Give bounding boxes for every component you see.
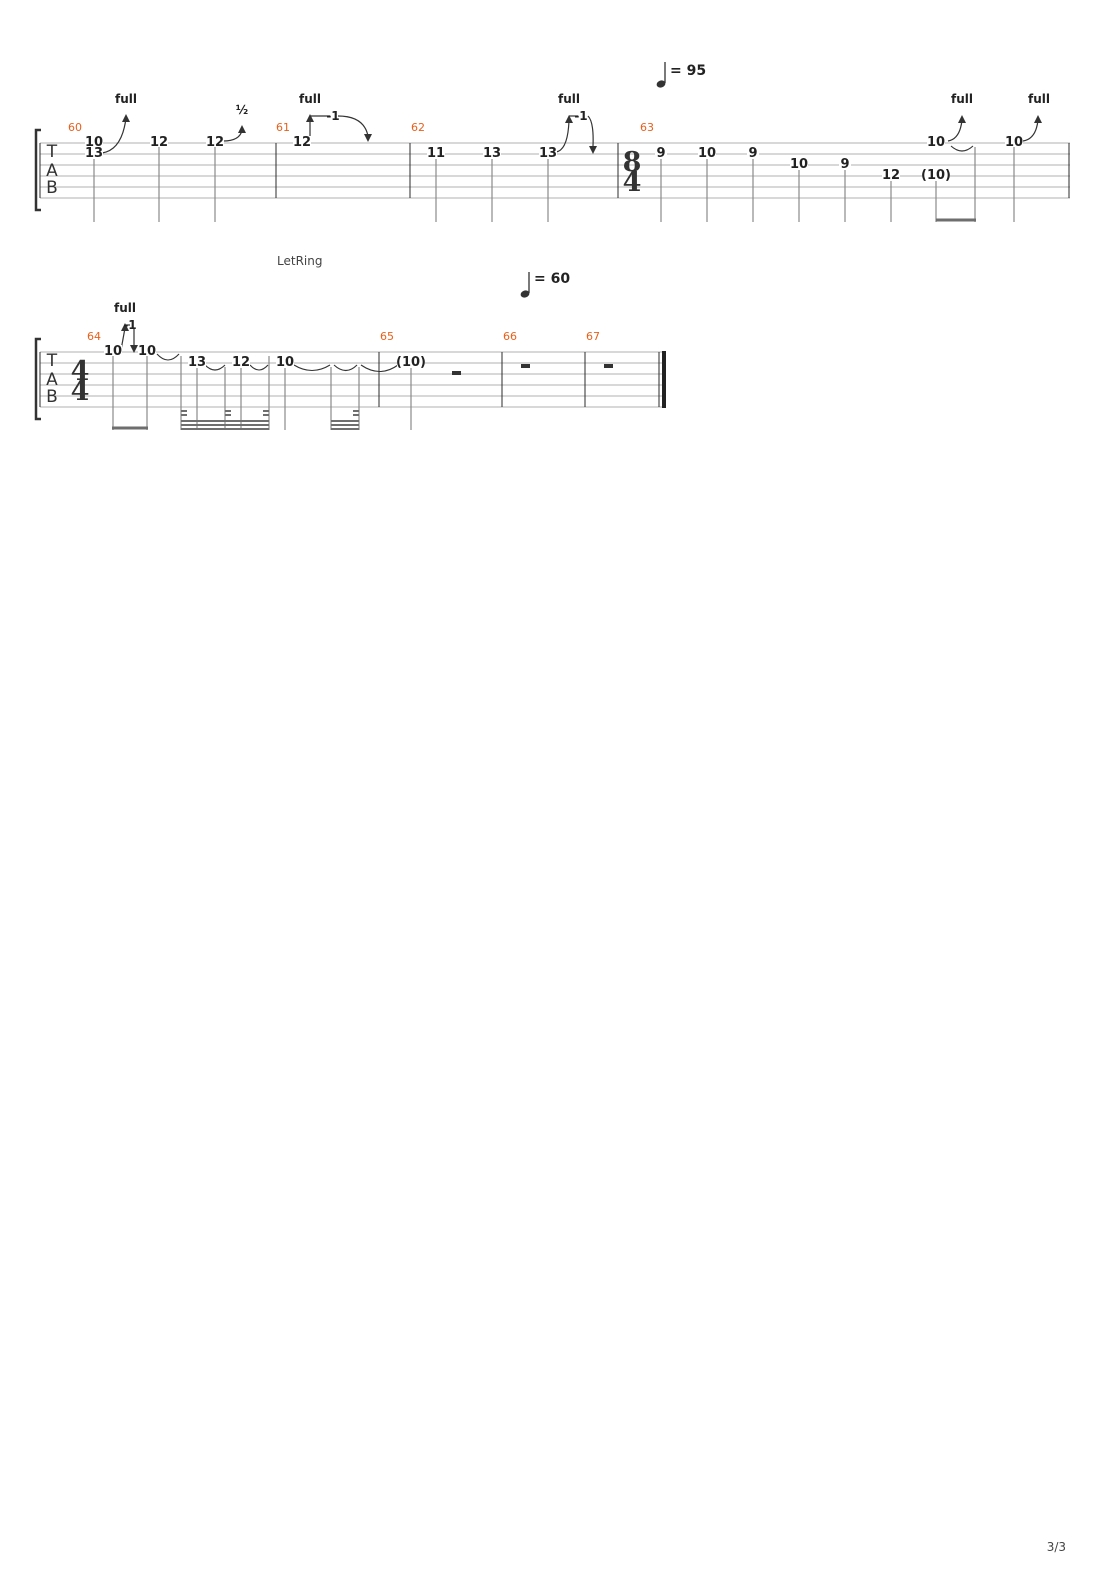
measure-number: 60	[68, 121, 82, 134]
system-2: LetRing T A B 64 65 66 67 = 60	[34, 254, 666, 430]
measure-number: 67	[586, 330, 600, 343]
fret-number: 9	[748, 146, 757, 161]
fret-number: 10	[1005, 135, 1023, 150]
tab-clef-t: T	[46, 351, 58, 371]
tab-clef-b: B	[46, 387, 58, 407]
bend-markings: full ½ full -1 full -1 full full	[101, 92, 1050, 154]
bend-label: full	[558, 92, 580, 106]
page-number: 3/3	[1047, 1540, 1066, 1554]
fret-number: 12	[150, 135, 168, 150]
system-1: T A B 60 61 62 63 = 95 8 4	[34, 62, 1070, 222]
bend-label: full	[951, 92, 973, 106]
fret-number: 10	[138, 344, 156, 359]
measure-number: 66	[503, 330, 517, 343]
fret-number: 12	[232, 355, 250, 370]
fret-number: 13	[483, 146, 501, 161]
fret-number: 13	[188, 355, 206, 370]
fret-number: 12	[206, 135, 224, 150]
fret-number: 10	[927, 135, 945, 150]
fret-numbers: 13 10 12 12 12 11 13 13 9 10 9 10 9	[85, 135, 1023, 183]
measure-number: 61	[276, 121, 290, 134]
fret-number: 13	[85, 146, 103, 161]
release-label: -1	[326, 109, 339, 123]
bend-markings: full -1	[114, 301, 399, 373]
half-rest	[452, 371, 461, 375]
time-signature-top: 4	[71, 356, 90, 387]
fret-number: 12	[293, 135, 311, 150]
staff-lines	[40, 351, 664, 408]
time-signature-bottom: 4	[623, 167, 642, 198]
tab-clef-a: A	[46, 370, 58, 390]
bend-label: full	[115, 92, 137, 106]
tempo-marking: = 60	[520, 271, 570, 298]
fret-number: 11	[427, 146, 445, 161]
measure-number: 65	[380, 330, 394, 343]
tab-clef-a: A	[46, 161, 58, 181]
fret-number: (10)	[921, 168, 951, 183]
quarter-note-icon	[656, 80, 666, 88]
fret-numbers: 10 10 13 12 10 (10)	[104, 344, 426, 370]
release-label: -1	[123, 318, 136, 332]
bend-label: full	[1028, 92, 1050, 106]
fret-number: 10	[85, 135, 103, 150]
bend-label: ½	[236, 103, 248, 117]
fret-number: 9	[656, 146, 665, 161]
tempo-label: = 95	[670, 63, 706, 79]
tempo-label: = 60	[534, 271, 570, 287]
tab-clef-t: T	[46, 142, 58, 162]
time-signature-top: 8	[623, 147, 642, 178]
tempo-marking: = 95	[656, 62, 706, 88]
fret-number: 9	[840, 157, 849, 172]
stems	[112, 356, 412, 430]
system-bracket	[34, 128, 41, 212]
time-signature-bottom: 4	[71, 376, 90, 407]
measure-number: 63	[640, 121, 654, 134]
measure-number: 64	[87, 330, 101, 343]
fret-number: (10)	[396, 355, 426, 370]
bend-label: full	[114, 301, 136, 315]
letring-label: LetRing	[277, 254, 322, 268]
fret-number: 10	[104, 344, 122, 359]
fret-number: 12	[882, 168, 900, 183]
fret-number: 10	[698, 146, 716, 161]
measure-number: 62	[411, 121, 425, 134]
whole-rest	[604, 364, 613, 368]
release-label: -1	[574, 109, 587, 123]
tab-clef-b: B	[46, 178, 58, 198]
system-bracket	[34, 337, 41, 421]
fret-number: 10	[276, 355, 294, 370]
final-barline-thick	[662, 351, 666, 408]
bend-label: full	[299, 92, 321, 106]
fret-number: 10	[790, 157, 808, 172]
fret-number: 13	[539, 146, 557, 161]
stems	[93, 147, 1015, 222]
quarter-note-icon	[520, 290, 530, 298]
whole-rest	[521, 364, 530, 368]
